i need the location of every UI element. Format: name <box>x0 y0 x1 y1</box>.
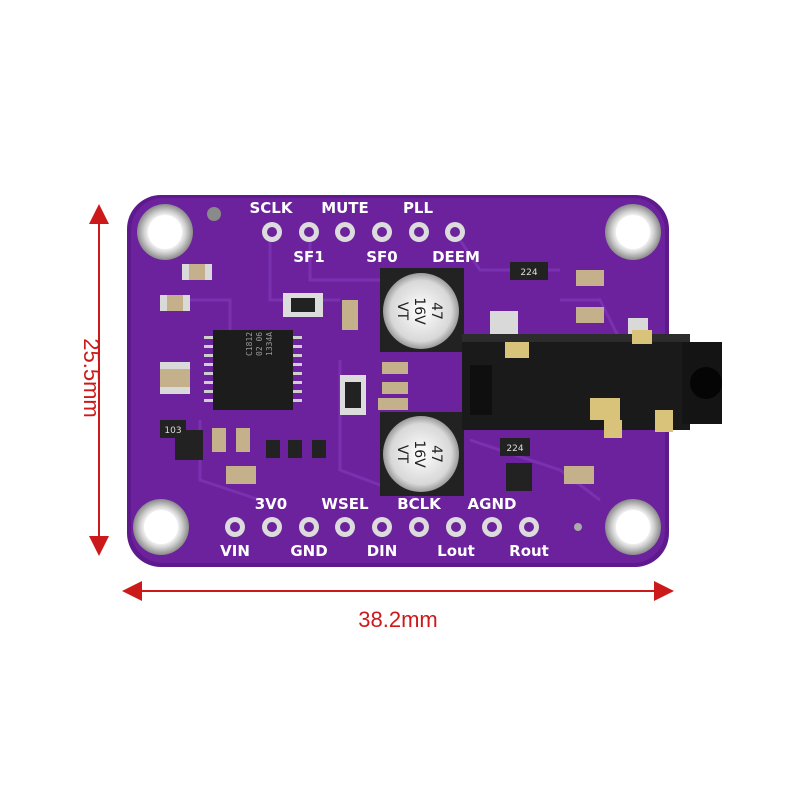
pin-label-gnd: GND <box>290 542 327 560</box>
smd-components <box>160 262 648 491</box>
pin-label-sf1: SF1 <box>293 248 325 266</box>
mounting-hole <box>605 499 661 555</box>
pin-label-3v0: 3V0 <box>255 495 287 513</box>
height-dimension: 25.5mm <box>79 204 109 556</box>
chip-text: 1334A <box>265 332 274 356</box>
pin-label-lout: Lout <box>437 542 475 560</box>
electrolytic-capacitor: 47 16V VT <box>380 412 464 496</box>
pin-label-sclk: SCLK <box>250 199 294 217</box>
capacitor-text: VT <box>394 302 410 321</box>
pin-label-deem: DEEM <box>432 248 480 266</box>
pin-label-din: DIN <box>367 542 398 560</box>
width-dimension: 38.2mm <box>122 581 674 632</box>
pin-label-mute: MUTE <box>321 199 369 217</box>
height-label: 25.5mm <box>79 338 104 417</box>
width-label: 38.2mm <box>358 607 437 632</box>
dac-chip: 1334A 02 06 C1812 <box>204 330 302 410</box>
mounting-hole <box>605 204 661 260</box>
part-label: 224 <box>520 268 537 278</box>
pin-label-pll: PLL <box>403 199 434 217</box>
audio-jack <box>462 330 722 438</box>
chip-text: 02 06 <box>255 332 264 356</box>
via-dot <box>574 523 582 531</box>
capacitor-text: VT <box>394 445 410 464</box>
pcb-board: SCLK MUTE PLL SF1 SF0 DEEM <box>127 195 722 567</box>
capacitor-text: 47 <box>428 445 444 463</box>
capacitor-text: 16V <box>411 297 427 325</box>
pin-label-vin: VIN <box>220 542 250 560</box>
pin-label-rout: Rout <box>509 542 549 560</box>
pin-label-sf0: SF0 <box>366 248 398 266</box>
mounting-hole <box>137 204 193 260</box>
chip-text: C1812 <box>245 332 254 356</box>
bottom-pin-header <box>225 517 539 537</box>
electrolytic-capacitor: 47 16V VT <box>380 268 464 352</box>
part-label: 103 <box>164 426 181 436</box>
mounting-hole <box>133 499 189 555</box>
capacitor-text: 47 <box>428 302 444 320</box>
capacitor-text: 16V <box>411 440 427 468</box>
pin-label-agnd: AGND <box>468 495 517 513</box>
top-pin-header <box>262 222 465 242</box>
pin-label-wsel: WSEL <box>321 495 369 513</box>
pin-label-bclk: BCLK <box>397 495 442 513</box>
via-dot <box>207 207 221 221</box>
part-label: 224 <box>506 444 523 454</box>
